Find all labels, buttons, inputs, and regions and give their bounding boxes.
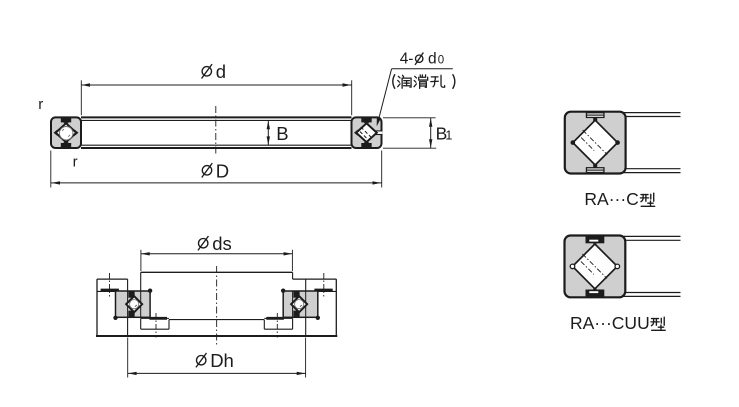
svg-text:r: r xyxy=(73,153,78,170)
svg-text:RA···C: RA···C xyxy=(584,189,638,209)
svg-text:0: 0 xyxy=(438,55,444,67)
svg-text:B: B xyxy=(276,123,288,144)
svg-text:Dh: Dh xyxy=(210,350,234,371)
svg-text:B: B xyxy=(436,124,448,144)
svg-text:d: d xyxy=(216,61,226,82)
svg-text:r: r xyxy=(38,96,43,113)
svg-text:1: 1 xyxy=(445,129,452,143)
svg-text:d: d xyxy=(428,51,437,68)
svg-text:D: D xyxy=(216,160,229,181)
svg-text:RA···CUU: RA···CUU xyxy=(570,313,650,333)
svg-text:4-: 4- xyxy=(400,51,414,68)
svg-text:ds: ds xyxy=(212,233,232,254)
